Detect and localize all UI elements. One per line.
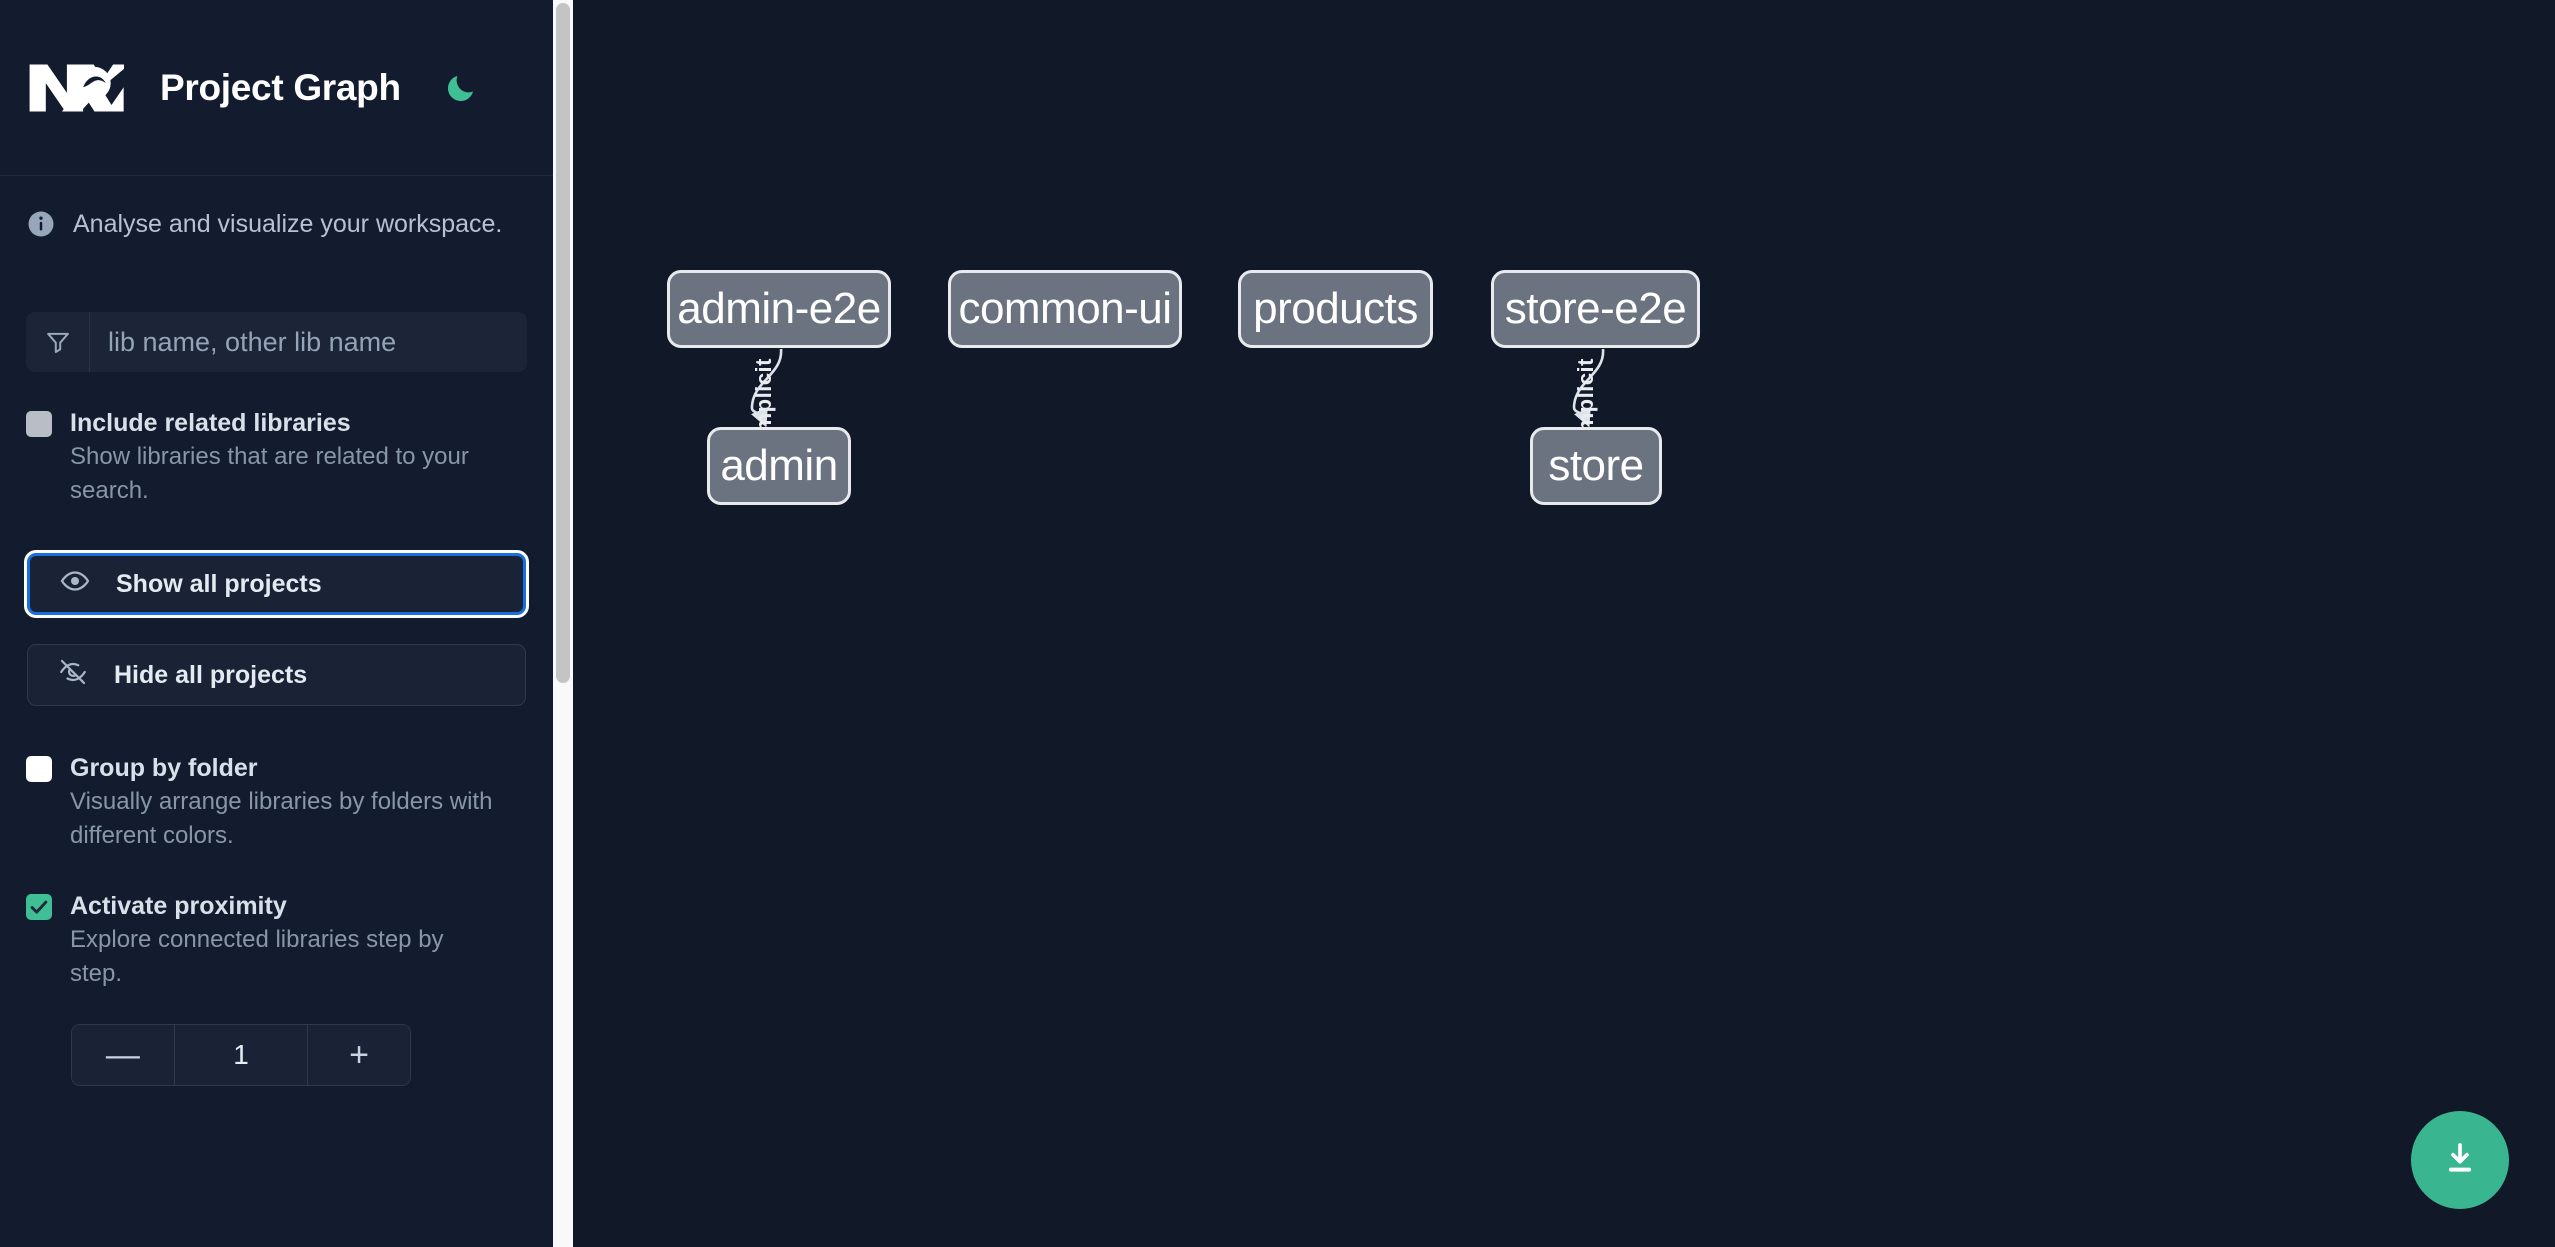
eye-icon: [60, 566, 90, 603]
group-by-folder-label: Group by folder: [70, 754, 258, 782]
sidebar-scrollbar-thumb[interactable]: [556, 3, 570, 683]
download-image-button[interactable]: [2411, 1111, 2509, 1209]
activate-proximity-description: Explore connected libraries step by step…: [70, 926, 444, 987]
include-related-libraries-description: Show libraries that are related to your …: [70, 443, 469, 504]
group-by-folder-description: Visually arrange libraries by folders wi…: [70, 788, 493, 849]
show-all-projects-button[interactable]: Show all projects: [27, 553, 526, 615]
include-related-libraries-checkbox[interactable]: [26, 411, 52, 437]
include-related-libraries-texts: Include related libraries Show libraries…: [70, 406, 500, 508]
search-box: [26, 312, 527, 372]
sidebar-body: Analyse and visualize your workspace. In…: [0, 176, 553, 1086]
graph-node-products[interactable]: products: [1238, 270, 1433, 348]
graph-node-admin[interactable]: admin: [707, 427, 851, 505]
graph-node-common-ui[interactable]: common-ui: [948, 270, 1182, 348]
eye-off-icon: [58, 657, 88, 694]
graph-edge-layer: [750, 348, 1605, 428]
include-related-libraries-label: Include related libraries: [70, 409, 351, 437]
nx-logo-icon: [26, 58, 130, 118]
include-related-libraries-row: Include related libraries Show libraries…: [26, 406, 527, 508]
workspace-info: Analyse and visualize your workspace.: [26, 176, 527, 272]
visibility-button-group: Show all projects Hide all projects: [26, 553, 527, 706]
group-by-folder-checkbox[interactable]: [26, 756, 52, 782]
proximity-decrement-button[interactable]: —: [72, 1025, 174, 1085]
hide-all-projects-label: Hide all projects: [114, 660, 308, 689]
hide-all-projects-button[interactable]: Hide all projects: [27, 644, 526, 706]
show-all-projects-label: Show all projects: [116, 569, 322, 598]
download-icon: [2440, 1139, 2480, 1182]
proximity-stepper: — 1 +: [71, 1024, 411, 1086]
graph-node-store[interactable]: store: [1530, 427, 1662, 505]
graph-canvas[interactable]: implicit implicit admin-e2e common-ui pr…: [573, 0, 2555, 1247]
group-by-folder-texts: Group by folder Visually arrange librari…: [70, 751, 500, 853]
sidebar-header: Project Graph: [0, 0, 553, 176]
graph-node-store-e2e[interactable]: store-e2e: [1491, 270, 1700, 348]
activate-proximity-texts: Activate proximity Explore connected lib…: [70, 889, 500, 991]
group-by-folder-row: Group by folder Visually arrange librari…: [26, 751, 527, 853]
sidebar: Project Graph Analyse and visualize your…: [0, 0, 553, 1247]
activate-proximity-checkbox[interactable]: [26, 894, 52, 920]
page-title: Project Graph: [160, 66, 401, 108]
filter-funnel-icon[interactable]: [26, 312, 90, 372]
moon-icon[interactable]: [439, 66, 483, 110]
info-text: Analyse and visualize your workspace.: [73, 209, 503, 238]
search-input[interactable]: [90, 312, 527, 372]
activate-proximity-row: Activate proximity Explore connected lib…: [26, 889, 527, 991]
activate-proximity-label: Activate proximity: [70, 892, 287, 920]
proximity-value: 1: [173, 1025, 309, 1085]
graph-node-admin-e2e[interactable]: admin-e2e: [667, 270, 891, 348]
info-icon: [26, 209, 56, 239]
proximity-increment-button[interactable]: +: [308, 1025, 410, 1085]
